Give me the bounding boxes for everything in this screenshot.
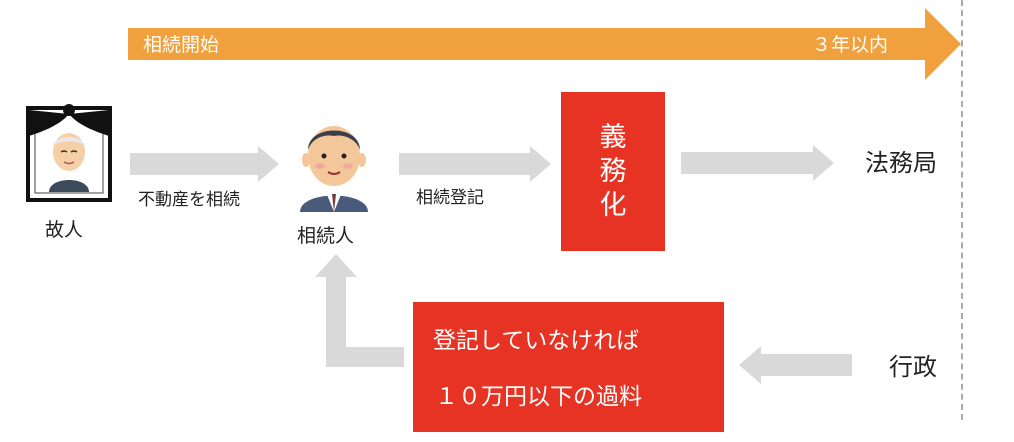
arrow-government-to-penalty xyxy=(739,346,852,384)
deadline-line xyxy=(961,0,963,420)
mandatory-box: 義 務 化 xyxy=(561,92,665,251)
penalty-condition-text: 登記していなければ xyxy=(433,328,640,354)
mandatory-char-2: 務 xyxy=(599,155,627,187)
memorial-portrait-icon xyxy=(19,96,119,206)
timeline-start-label: 相続開始 xyxy=(143,34,220,56)
deceased-label: 故人 xyxy=(45,219,84,241)
arrow-heir-to-mandatory xyxy=(399,146,551,182)
inheritance-registration-label: 相続登記 xyxy=(416,188,484,208)
businessman-icon xyxy=(286,108,382,212)
mandatory-char-1: 義 xyxy=(599,121,627,153)
legal-bureau-label: 法務局 xyxy=(865,149,937,177)
government-label: 行政 xyxy=(889,353,937,381)
heir-label: 相続人 xyxy=(297,225,355,247)
arrow-penalty-to-heir xyxy=(315,254,404,367)
arrow-deceased-to-heir xyxy=(130,146,279,182)
penalty-box: 登記していなければ １０万円以下の過料 xyxy=(413,302,724,432)
inherit-property-label: 不動産を相続 xyxy=(138,190,240,210)
penalty-amount-text: １０万円以下の過料 xyxy=(435,384,642,410)
timeline-arrow-shape xyxy=(128,8,961,80)
timeline-arrow: 相続開始 ３年以内 xyxy=(0,0,1014,90)
timeline-end-label: ３年以内 xyxy=(812,34,889,56)
mandatory-char-3: 化 xyxy=(599,189,627,221)
arrow-mandatory-to-bureau xyxy=(681,145,834,181)
